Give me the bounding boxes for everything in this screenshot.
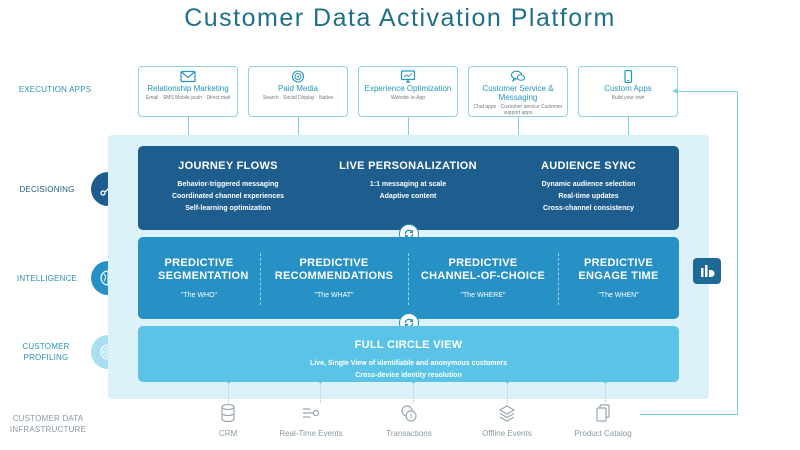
app-subtitle: Website In-App	[390, 95, 426, 101]
profiling-band: FULL CIRCLE VIEW Live, Single View of id…	[138, 326, 679, 382]
decisioning-column-live-personalization: LIVE PERSONALIZATION 1:1 messaging at sc…	[318, 160, 498, 203]
column-line: Self-learning optimization	[185, 205, 271, 212]
label-customer-data-infrastructure: CUSTOMER DATA INFRASTRUCTURE	[9, 414, 87, 434]
infrastructure-dot	[603, 378, 608, 383]
app-subtitle: Search · Social Display · Native	[262, 95, 334, 101]
column-line: Dynamic audience selection	[541, 181, 636, 188]
decisioning-column-journey-flows: JOURNEY FLOWS Behavior-triggered messagi…	[138, 160, 318, 215]
column-heading: PREDICTIVE SEGMENTATION	[158, 257, 249, 282]
envelope-icon	[180, 70, 196, 83]
infrastructure-label: CRM	[218, 429, 238, 438]
label-execution-apps: EXECUTION APPS	[18, 85, 92, 94]
profiling-content: FULL CIRCLE VIEW Live, Single View of id…	[138, 339, 679, 382]
intelligence-column-channel-of-choice: PREDICTIVE CHANNEL-OF-CHOICE "The WHERE"	[408, 257, 558, 300]
coins-icon	[401, 405, 417, 422]
catalog-pages-icon	[596, 404, 610, 422]
infrastructure-item-product-catalog: Product Catalog	[548, 403, 658, 438]
infrastructure-stem	[320, 383, 321, 403]
column-quote: "The WHEN"	[598, 292, 639, 299]
mobile-phone-icon	[624, 70, 633, 83]
column-line: 1:1 messaging at scale	[369, 181, 447, 188]
event-stream-icon	[303, 408, 320, 418]
app-card-experience-optimization[interactable]: Experience Optimization Website In-App	[358, 66, 458, 117]
label-intelligence: INTELLIGENCE	[16, 274, 78, 283]
column-heading: JOURNEY FLOWS	[178, 160, 278, 172]
profiling-line: Live, Single View of identifiable and an…	[309, 360, 508, 367]
infrastructure-dot	[226, 378, 231, 383]
infrastructure-dot	[411, 378, 416, 383]
chat-bubbles-icon	[510, 70, 526, 83]
infrastructure-stem	[507, 383, 508, 403]
infrastructure-item-transactions: Transactions	[354, 403, 464, 438]
infrastructure-label: Offline Events	[482, 429, 532, 438]
infrastructure-label: Real-Time Events	[279, 429, 343, 438]
label-decisioning: DECISIONING	[19, 185, 75, 194]
column-heading: PREDICTIVE RECOMMENDATIONS	[274, 257, 394, 282]
intelligence-column-engage-time: PREDICTIVE ENGAGE TIME "The WHEN"	[558, 257, 679, 300]
column-line: Adaptive content	[379, 193, 437, 200]
column-heading: AUDIENCE SYNC	[541, 160, 636, 172]
column-heading: LIVE PERSONALIZATION	[339, 160, 477, 172]
app-subtitle: Email · SMS Mobile push · Direct mail	[145, 95, 231, 101]
app-title: Customer Service & Messaging	[482, 84, 554, 102]
feedback-loop-line	[737, 91, 738, 414]
app-title: Experience Optimization	[364, 84, 452, 93]
connector-line	[628, 117, 629, 146]
column-quote: "The WHAT"	[314, 292, 354, 299]
connector-line	[188, 117, 189, 146]
app-subtitle: Chat apps · Customer service Customer su…	[473, 104, 563, 116]
infrastructure-item-crm: CRM	[173, 403, 283, 438]
infrastructure-item-real-time-events: Real-Time Events	[256, 403, 366, 438]
infrastructure-stem	[413, 383, 414, 403]
column-divider	[260, 253, 261, 305]
column-line: Behavior-triggered messaging	[177, 181, 279, 188]
profiling-heading: FULL CIRCLE VIEW	[354, 339, 463, 351]
column-divider	[558, 253, 559, 305]
feedback-loop-line	[678, 91, 737, 92]
app-title: Relationship Marketing	[147, 84, 229, 93]
infrastructure-item-offline-events: Offline Events	[452, 403, 562, 438]
loop-arrow-icon	[672, 88, 678, 94]
infrastructure-dot	[505, 378, 510, 383]
column-line: Cross-channel consistency	[542, 205, 635, 212]
profiling-line: Cross-device identity resolution	[355, 372, 462, 379]
connector-line	[518, 117, 519, 146]
intelligence-column-recommendations: PREDICTIVE RECOMMENDATIONS "The WHAT"	[260, 257, 408, 300]
app-subtitle: Build your own	[611, 95, 645, 101]
label-customer-profiling: CUSTOMER PROFILING	[22, 342, 70, 362]
app-title: Custom Apps	[604, 84, 652, 93]
column-line: Coordinated channel experiences	[171, 193, 285, 200]
infrastructure-stem	[228, 383, 229, 403]
infrastructure-label: Product Catalog	[574, 429, 632, 438]
infrastructure-dot	[318, 378, 323, 383]
target-icon	[291, 70, 305, 83]
column-divider	[408, 253, 409, 305]
connector-line	[408, 117, 409, 146]
app-card-custom-apps[interactable]: Custom Apps Build your own	[578, 66, 678, 117]
column-line: Real-time updates	[558, 193, 619, 200]
app-title: Paid Media	[277, 84, 319, 93]
ib-logo-icon	[693, 258, 721, 284]
intelligence-band: PREDICTIVE SEGMENTATION "The WHO" PREDIC…	[138, 237, 679, 319]
connector-line	[298, 117, 299, 146]
decisioning-band: JOURNEY FLOWS Behavior-triggered messagi…	[138, 146, 679, 230]
app-card-relationship-marketing[interactable]: Relationship Marketing Email · SMS Mobil…	[138, 66, 238, 117]
database-icon	[221, 403, 235, 423]
diagram-title: Customer Data Activation Platform	[184, 4, 616, 32]
column-quote: "The WHERE"	[460, 292, 506, 299]
monitor-icon	[400, 70, 416, 83]
column-heading: PREDICTIVE ENGAGE TIME	[578, 257, 659, 282]
app-card-customer-service-messaging[interactable]: Customer Service & Messaging Chat apps ·…	[468, 66, 568, 117]
decisioning-column-audience-sync: AUDIENCE SYNC Dynamic audience selection…	[498, 160, 679, 215]
intelligence-column-segmentation: PREDICTIVE SEGMENTATION "The WHO"	[138, 257, 260, 300]
infrastructure-stem	[605, 383, 606, 403]
column-heading: PREDICTIVE CHANNEL-OF-CHOICE	[420, 257, 546, 282]
layers-icon	[498, 405, 516, 422]
infrastructure-label: Transactions	[386, 429, 432, 438]
feedback-loop-line	[640, 414, 738, 415]
app-card-paid-media[interactable]: Paid Media Search · Social Display · Nat…	[248, 66, 348, 117]
column-quote: "The WHO"	[180, 292, 218, 299]
